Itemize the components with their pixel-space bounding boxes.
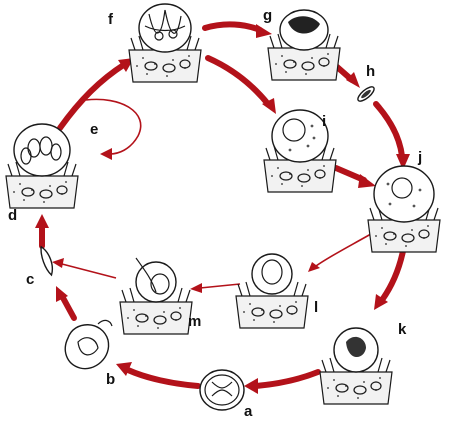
stage-m-illustration (119, 257, 193, 335)
arrow-k-to-a (253, 369, 321, 389)
stage-k-illustration (319, 327, 393, 405)
label-b: b (106, 371, 115, 388)
label-a: a (244, 403, 253, 420)
arrow-m-to-c (61, 263, 117, 279)
arrow-head-j-to-l (308, 262, 320, 272)
label-d: d (8, 207, 17, 224)
label-f: f (108, 11, 114, 28)
arrow-head-j-to-k (374, 294, 388, 310)
arrow-head-c-to-d (35, 214, 49, 228)
arrow-l-to-m (199, 283, 241, 289)
label-e: e (90, 121, 98, 138)
arrow-j-to-l (315, 229, 379, 267)
label-k: k (398, 321, 407, 338)
label-i: i (322, 113, 326, 130)
arrow-head-l-to-m (190, 283, 202, 293)
arrow-f-to-g (202, 21, 263, 33)
arrow-head-e-loop (100, 148, 112, 160)
arrow-j-to-k (379, 243, 407, 303)
stage-labels: f g h i e j d c l m k b a (8, 7, 422, 420)
arrow-i-to-j (333, 165, 367, 183)
arrow-head-h-to-j (396, 154, 410, 170)
stage-g-illustration (267, 9, 341, 81)
arrow-head-g-to-h (346, 72, 360, 88)
arrow-head-a-to-b (116, 362, 132, 376)
arrow-head-f-to-g (256, 24, 272, 38)
stage-l-illustration (235, 253, 309, 329)
arrow-f-to-i (205, 55, 271, 107)
stage-j-illustration (367, 165, 441, 253)
arrow-e-loop (85, 98, 142, 155)
arrow-head-k-to-a (244, 378, 258, 394)
label-h: h (366, 63, 375, 80)
arrow-head-b-to-c (56, 286, 68, 302)
stage-f-illustration (128, 3, 202, 83)
stage-d-illustration (5, 123, 79, 209)
secondary-arrows (52, 98, 379, 293)
arrow-h-to-j (373, 101, 405, 159)
stage-h-illustration (357, 86, 375, 102)
stage-b-illustration (64, 319, 113, 370)
arrow-head-i-to-j (358, 174, 376, 188)
arrow-b-to-c (59, 293, 77, 321)
label-g: g (263, 7, 272, 24)
arrow-head-m-to-c (52, 258, 64, 268)
arrow-head-f-to-i (262, 98, 276, 114)
stage-a-illustration (199, 369, 245, 411)
label-m: m (188, 313, 201, 330)
label-l: l (314, 299, 318, 316)
stage-i-illustration (263, 109, 337, 193)
arrow-a-to-b (125, 367, 201, 389)
label-j: j (417, 149, 422, 166)
arrow-d-to-f (57, 61, 128, 131)
label-c: c (26, 271, 34, 288)
stage-c-illustration (40, 245, 53, 277)
